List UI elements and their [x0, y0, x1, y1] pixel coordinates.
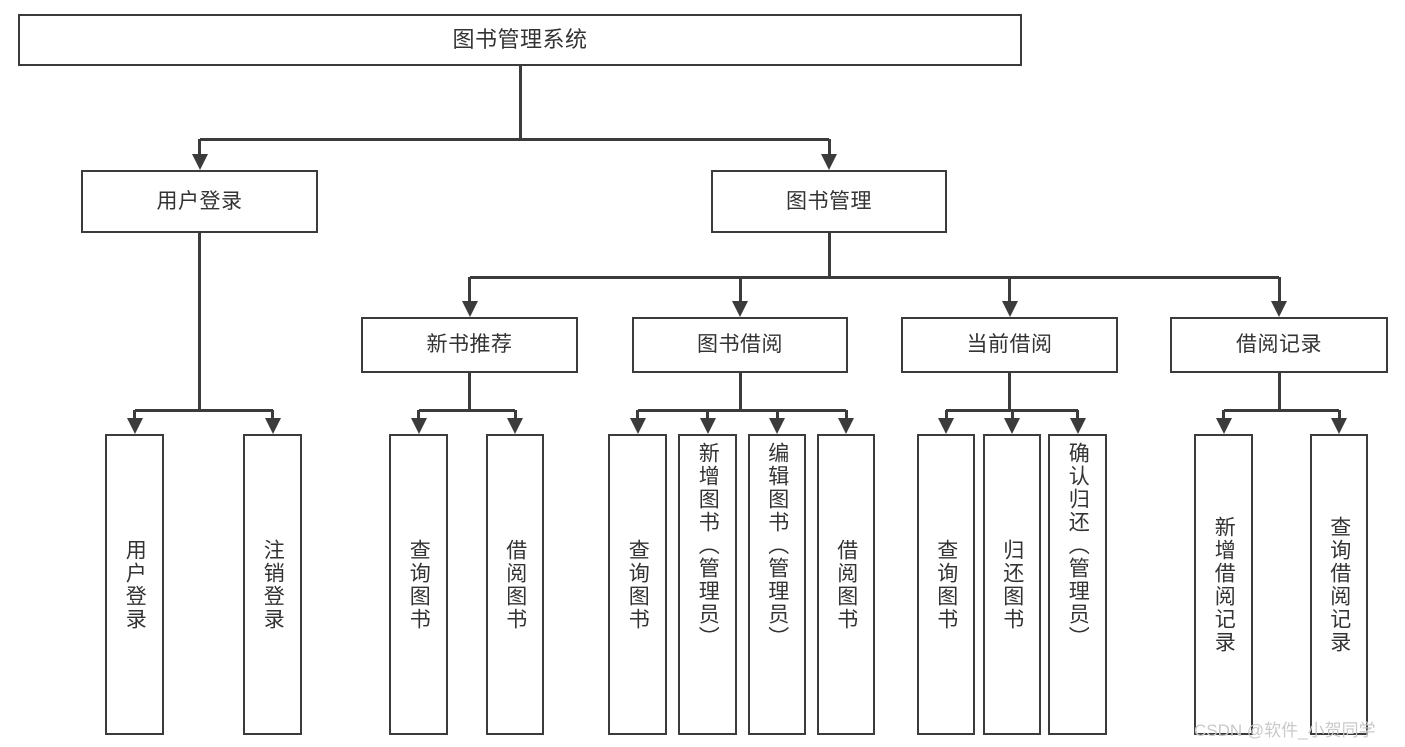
- node-label: 查询图书: [407, 538, 431, 631]
- connector-line: [775, 410, 779, 418]
- leaf-add-borrow-record[interactable]: 新增借阅记录: [1194, 434, 1253, 735]
- leaf-query-borrow-record[interactable]: 查询借阅记录: [1310, 434, 1368, 735]
- connector-line: [469, 275, 1279, 279]
- node-label: 新增图书（管理员）: [696, 442, 720, 649]
- node-root-system[interactable]: 图书管理系统: [18, 14, 1022, 66]
- node-user-login[interactable]: 用户登录: [81, 170, 318, 233]
- node-label: 编辑图书（管理员）: [765, 442, 789, 649]
- arrow-head-icon: [699, 418, 716, 434]
- leaf-query-books-current[interactable]: 查询图书: [917, 434, 975, 735]
- connector-line: [199, 137, 829, 141]
- arrow-head-icon: [732, 301, 748, 317]
- connector-line: [418, 408, 515, 412]
- connector-line: [636, 410, 639, 418]
- node-label: 归还图书: [1000, 538, 1024, 631]
- connector-line: [468, 277, 471, 301]
- leaf-borrow-books-recommend[interactable]: 借阅图书: [486, 434, 544, 735]
- node-label: 确认归还（管理员）: [1066, 442, 1090, 649]
- arrow-head-icon: [264, 418, 281, 434]
- connector-line: [944, 410, 948, 418]
- node-label: 查询图书: [626, 538, 650, 631]
- connector-line: [706, 410, 709, 418]
- arrow-head-icon: [838, 418, 854, 434]
- connector-line: [518, 66, 522, 139]
- leaf-borrow-books[interactable]: 借阅图书: [817, 434, 875, 735]
- node-label: 借阅图书: [834, 538, 858, 631]
- node-label: 用户登录: [123, 538, 147, 631]
- connector-line: [1277, 373, 1281, 410]
- arrow-head-icon: [1271, 301, 1287, 317]
- node-label: 当前借阅: [966, 333, 1053, 357]
- node-new-book-recommend[interactable]: 新书推荐: [361, 317, 578, 373]
- arrow-head-icon: [191, 154, 208, 170]
- connector-line: [827, 233, 831, 277]
- arrow-head-icon: [1004, 418, 1020, 434]
- node-book-borrow[interactable]: 图书借阅: [632, 317, 848, 373]
- node-label: 注销登录: [261, 538, 285, 631]
- leaf-add-book-admin[interactable]: 新增图书（管理员）: [678, 434, 737, 735]
- node-label: 查询借阅记录: [1327, 515, 1351, 654]
- connector-line: [738, 277, 742, 301]
- node-book-management[interactable]: 图书管理: [711, 170, 947, 233]
- connector-line: [1222, 410, 1225, 418]
- connector-line: [844, 410, 848, 418]
- connector-line: [738, 373, 742, 410]
- connector-line: [1337, 410, 1341, 418]
- node-label: 借阅记录: [1236, 333, 1322, 357]
- arrow-head-icon: [461, 301, 478, 317]
- connector-line: [1008, 373, 1011, 410]
- leaf-user-login[interactable]: 用户登录: [105, 434, 164, 735]
- connector-line: [198, 233, 201, 410]
- leaf-query-books-recommend[interactable]: 查询图书: [389, 434, 448, 735]
- node-current-borrow[interactable]: 当前借阅: [901, 317, 1118, 373]
- arrow-head-icon: [126, 418, 143, 434]
- connector-line: [637, 408, 846, 412]
- node-label: 查询图书: [934, 538, 958, 631]
- connector-line: [468, 373, 471, 410]
- leaf-query-books-borrow[interactable]: 查询图书: [608, 434, 667, 735]
- node-borrow-record[interactable]: 借阅记录: [1170, 317, 1388, 373]
- node-label: 新书推荐: [426, 333, 513, 357]
- node-label: 新增借阅记录: [1212, 515, 1236, 654]
- arrow-head-icon: [410, 418, 427, 434]
- connector-line: [1277, 277, 1281, 301]
- connector-line: [827, 139, 831, 154]
- connector-line: [417, 410, 420, 418]
- arrow-head-icon: [629, 418, 646, 434]
- node-label: 用户登录: [156, 189, 243, 213]
- csdn-watermark: CSDN @软件_小贺同学: [1194, 721, 1376, 740]
- leaf-logout-login[interactable]: 注销登录: [243, 434, 302, 735]
- connector-line: [1010, 410, 1014, 418]
- connector-line: [198, 139, 201, 154]
- leaf-return-books[interactable]: 归还图书: [983, 434, 1041, 735]
- arrow-head-icon: [1331, 418, 1347, 434]
- node-label: 借阅图书: [503, 538, 527, 631]
- connector-line: [133, 410, 136, 418]
- arrow-head-icon: [821, 154, 837, 170]
- node-label: 图书管理系统: [452, 26, 588, 52]
- connector-line: [134, 408, 273, 412]
- arrow-head-icon: [1069, 418, 1086, 434]
- arrow-head-icon: [769, 418, 785, 434]
- leaf-confirm-return-admin[interactable]: 确认归还（管理员）: [1048, 434, 1107, 735]
- connector-line: [271, 410, 274, 418]
- arrow-head-icon: [938, 418, 954, 434]
- connector-line: [1076, 410, 1079, 418]
- arrow-head-icon: [507, 418, 523, 434]
- connector-line: [1223, 408, 1339, 412]
- connector-line: [513, 410, 517, 418]
- node-label: 图书借阅: [697, 333, 783, 357]
- arrow-head-icon: [1001, 301, 1018, 317]
- leaf-edit-book-admin[interactable]: 编辑图书（管理员）: [748, 434, 806, 735]
- arrow-head-icon: [1215, 418, 1232, 434]
- node-label: 图书管理: [786, 189, 872, 213]
- connector-line: [1008, 277, 1011, 301]
